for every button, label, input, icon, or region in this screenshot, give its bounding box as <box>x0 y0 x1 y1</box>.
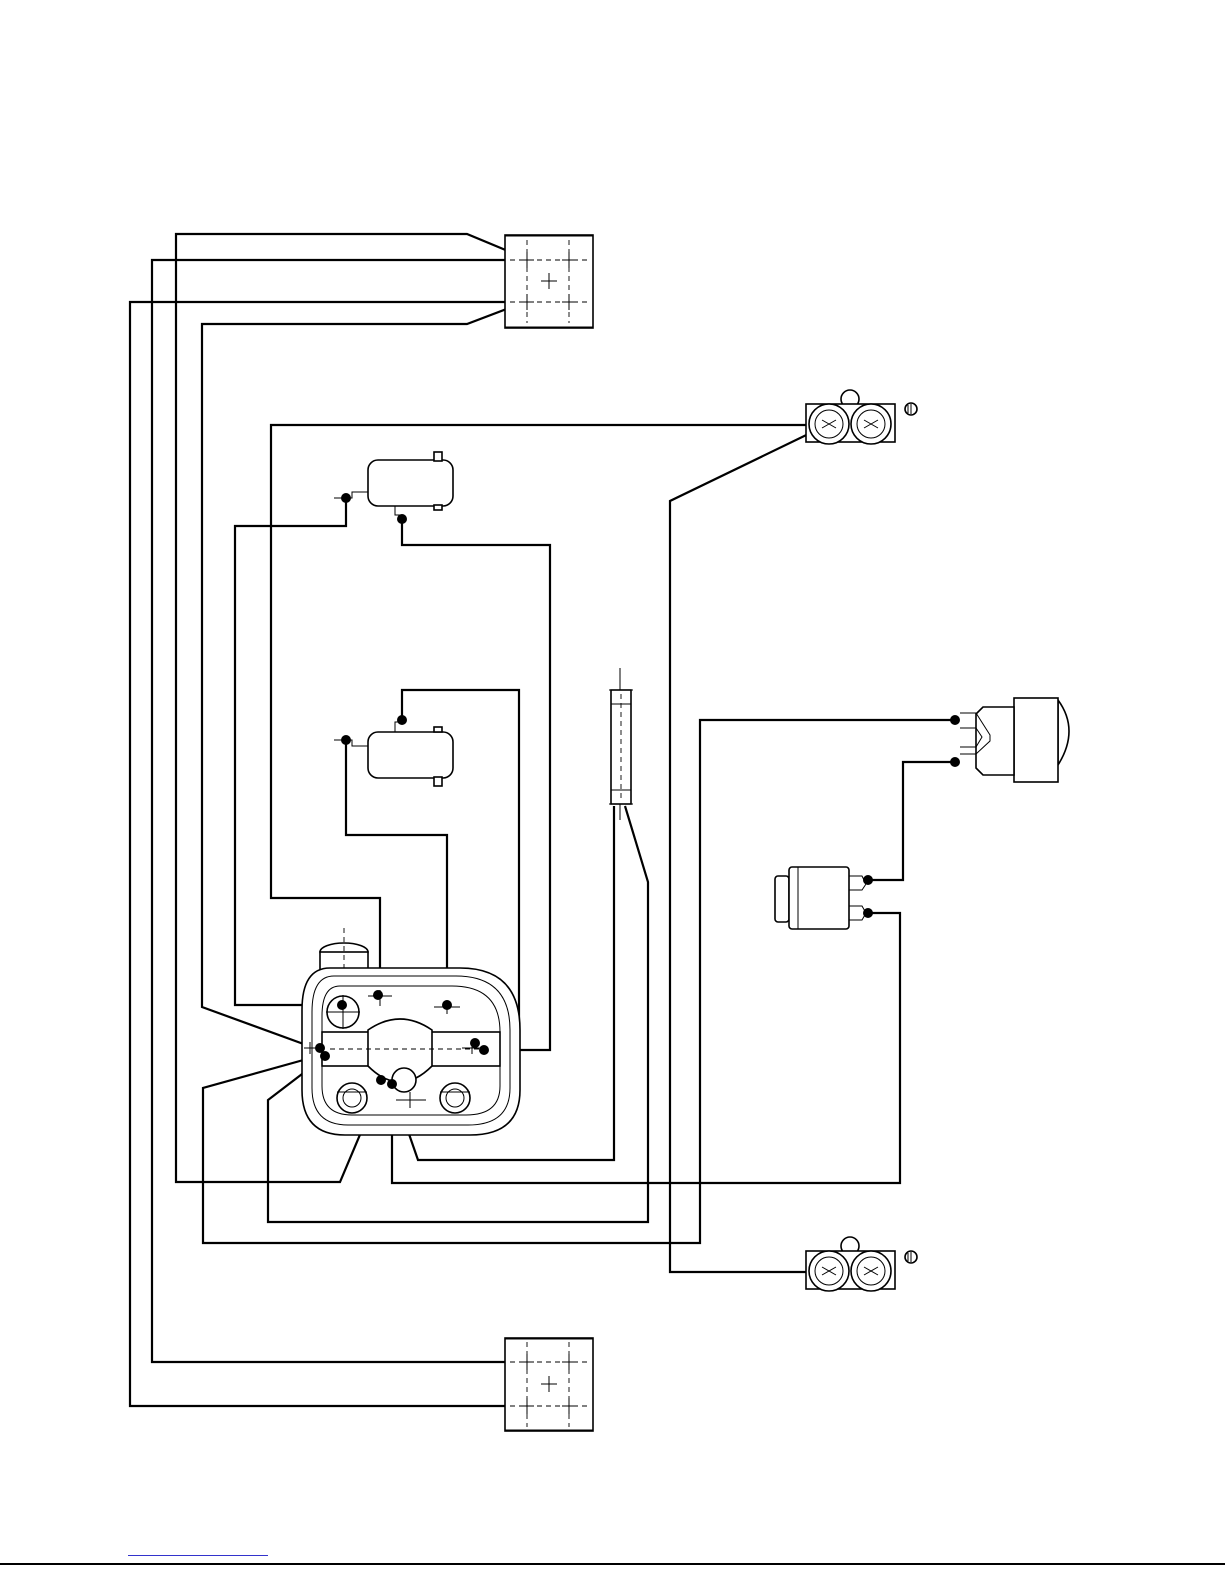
connection-dot <box>863 875 873 885</box>
ground-symbol-icon <box>905 1251 917 1263</box>
ground-symbol-icon <box>905 403 917 415</box>
connection-dot <box>950 757 960 767</box>
push-switch <box>775 867 873 929</box>
connection-dot <box>341 735 351 745</box>
connection-dot <box>950 715 960 725</box>
connection-dot <box>387 1079 397 1089</box>
wire-relay-upper-left <box>235 498 346 1005</box>
ground-terminal-bottom <box>806 1237 917 1291</box>
wire-ground-top-diagonal <box>670 425 827 1272</box>
terminal-block-top <box>505 235 593 328</box>
central-switch-housing <box>302 928 520 1135</box>
ground-terminal-top <box>806 390 917 444</box>
wire-top-block-row2 <box>130 302 525 1406</box>
connection-dot <box>479 1045 489 1055</box>
connection-dot <box>442 1000 452 1010</box>
connection-dot <box>397 715 407 725</box>
fuse-holder <box>609 668 633 820</box>
terminal-block-bottom <box>505 1338 593 1431</box>
connection-dot <box>376 1075 386 1085</box>
footer-rule <box>0 1563 1225 1565</box>
connection-dot <box>337 1000 347 1010</box>
footer-link-underline[interactable] <box>128 1555 268 1556</box>
connection-dot <box>341 493 351 503</box>
connection-dot <box>397 514 407 524</box>
connection-dot <box>320 1051 330 1061</box>
connection-dot <box>373 990 383 1000</box>
wire-top-block-lower-left <box>202 302 525 1050</box>
relay-lower <box>334 715 453 786</box>
lamp-socket <box>950 698 1069 782</box>
connection-dot <box>863 908 873 918</box>
connection-dot <box>470 1038 480 1048</box>
relay-upper <box>334 452 453 524</box>
wire-lamp-to-push-switch <box>868 762 955 880</box>
